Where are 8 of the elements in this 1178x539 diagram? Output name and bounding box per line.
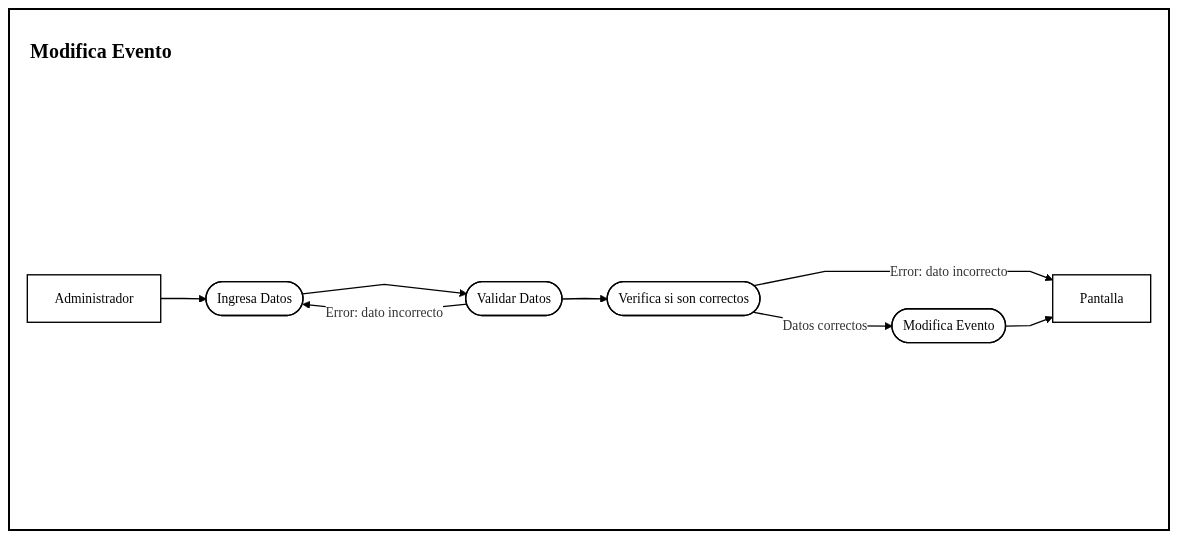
edge-label: Error: dato incorrecto: [889, 263, 1008, 278]
arrow: [160, 294, 207, 303]
node-box: Pantalla: [1052, 273, 1152, 323]
edge-label: Datos correctos: [782, 317, 868, 333]
arrow: [561, 294, 608, 303]
diagram-title: Modifica Evento: [30, 40, 172, 63]
node-box: Administrador: [26, 273, 162, 323]
edge-label: Error: dato incorrecto: [325, 304, 444, 320]
